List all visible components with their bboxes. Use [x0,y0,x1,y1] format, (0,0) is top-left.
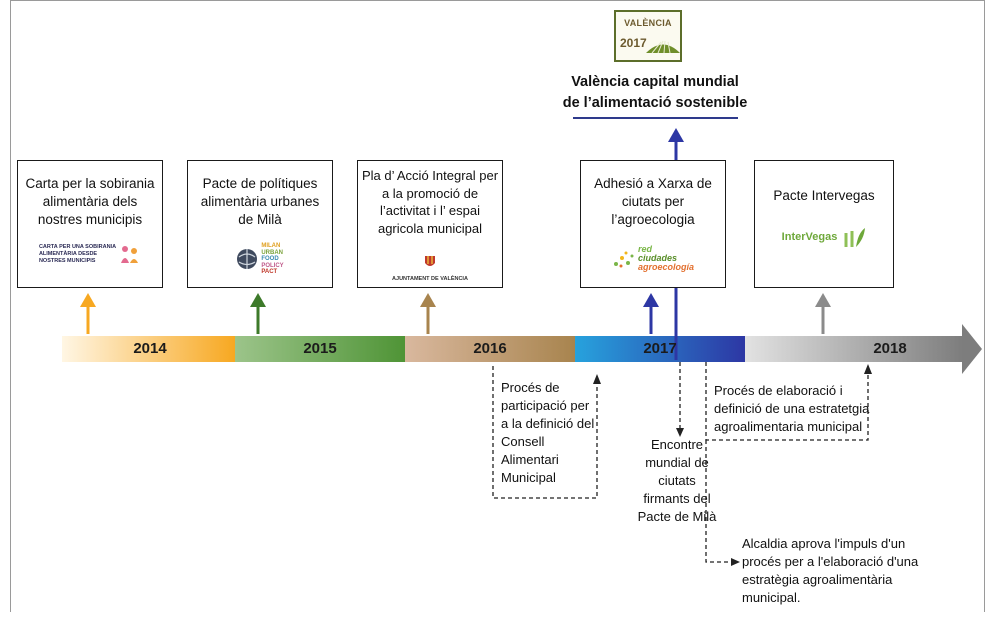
event-line: Pacte de polítiques [202,176,318,191]
event-line: alimentària dels [42,194,138,209]
year-label-2014: 2014 [133,340,167,357]
note-line: estratègia agroalimentària [742,572,893,587]
note-line: Procés de [501,380,560,395]
logo-word: VALÈNCIA [624,18,672,28]
segment-2018 [745,336,963,362]
arrow-2016 [420,293,436,334]
note-elaboracio: Procés de elaboració i definició de una … [714,382,874,436]
event-line: Carta per la sobirania [25,176,155,191]
note-line: agroalimentaria municipal [714,419,863,434]
year-label-2015: 2015 [303,340,337,357]
event-line: l’activitat i l’ espai [380,203,480,218]
valencia-2017-logo: VALÈNCIA 2017 [614,10,682,62]
note-encontre: Encontre mundial de ciutats firmants del… [622,436,732,526]
note-line: Alimentari [501,452,559,467]
capital-title-line2: de l’alimentació sostenible [562,95,748,111]
logo-year: 2017 [620,36,647,50]
logo-text: FOOD [261,256,279,262]
event-line: Adhesió a Xarxa de [594,176,712,191]
event-line: l’agroecologia [611,212,695,227]
event-box-xarxa: Adhesió a Xarxa de ciutats per l’agroeco… [580,160,726,288]
note-alcaldia: Alcaldia aprova l'impuls d'un procés per… [742,535,942,607]
note-participacio: Procés de participació per a la definici… [501,379,597,487]
sprout-icon [844,228,866,247]
logo-text: agroecología [637,262,694,272]
note-line: a la definició del [501,416,595,431]
timeline-arrowhead [962,324,982,374]
milan-pact-logo: MILAN URBAN FOOD POLICY PACT [188,243,332,276]
segment-2015 [235,336,405,362]
note-line: Alcaldia aprova l'impuls d'un [742,536,906,551]
red-ciudades-logo: red ciudades agroecología [581,245,725,272]
year-label-2018: 2018 [873,340,907,357]
note-line: Pacte de Milà [637,509,717,524]
dashed-connectors [492,362,869,563]
segment-2016 [405,336,575,362]
logo-text: InterVegas [781,231,838,243]
people-icon [121,246,139,263]
globe-icon [237,249,258,270]
note-line: mundial de [645,455,709,470]
event-box-carta: Carta per la sobirania alimentària dels … [17,160,163,288]
arrow-2017-box [643,293,659,334]
logo-text: PACT [261,269,278,275]
arrow-2018 [815,293,831,334]
coat-of-arms-icon [425,256,435,266]
logo-text: CARTA PER UNA SOBIRANIA [38,243,117,250]
note-line: firmants del [643,491,711,506]
ajuntament-logo: AJUNTAMENT DE VALÈNCIA [358,255,502,288]
logo-text: ALIMENTÀRIA DESDE [38,250,98,257]
event-line: agricola municipal [377,220,483,236]
event-line: de Milà [238,212,282,227]
event-line: Pla d’ Acció Integral per [361,168,499,183]
logo-text: red [637,244,652,254]
capital-title: València capital mundial de l’alimentaci… [560,72,750,114]
segment-2017 [575,336,745,362]
carta-logo: CARTA PER UNA SOBIRANIA ALIMENTÀRIA DESD… [18,243,162,265]
year-label-2017: 2017 [643,340,677,357]
note-line: ciutats [658,473,696,488]
logo-text: AJUNTAMENT DE VALÈNCIA [392,276,468,282]
note-line: Procés de elaboració i [714,383,843,398]
figure-frame [10,0,985,612]
logo-text: NOSTRES MUNICIPIS [38,257,96,264]
logo-text: MILAN [261,243,281,249]
event-box-milan: Pacte de polítiques alimentària urbanes … [187,160,333,288]
note-line: participació per [501,398,590,413]
event-line: alimentària urbanes [200,194,320,209]
event-box-intervegas: Pacte Intervegas InterVegas [754,160,894,288]
event-box-pla-accio: Pla d’ Acció Integral per a la promoció … [357,160,503,288]
logo-text: POLICY [261,262,284,269]
logo-text: ciudades [637,253,677,263]
note-line: municipal. [742,590,801,605]
year-label-2016: 2016 [473,340,507,357]
arrow-2014 [80,293,96,334]
intervegas-logo: InterVegas [755,225,893,249]
event-line: a la promoció de [381,185,479,201]
event-line: nostres municipis [37,212,143,227]
dots-icon [613,251,634,267]
note-line: Consell [501,434,545,449]
segment-2014 [62,336,235,362]
note-line: procés per a l'elaboració d'una [742,554,919,569]
field-icon [646,40,680,54]
event-line: ciutats per [621,194,685,209]
arrow-2015 [250,293,266,334]
logo-text: URBAN [261,249,283,256]
note-line: Encontre [650,437,704,452]
capital-title-line1: València capital mundial [571,74,739,90]
note-line: Municipal [501,470,556,485]
event-line: Pacte Intervegas [773,188,875,203]
note-line: definició de una estratetgia [714,401,870,416]
